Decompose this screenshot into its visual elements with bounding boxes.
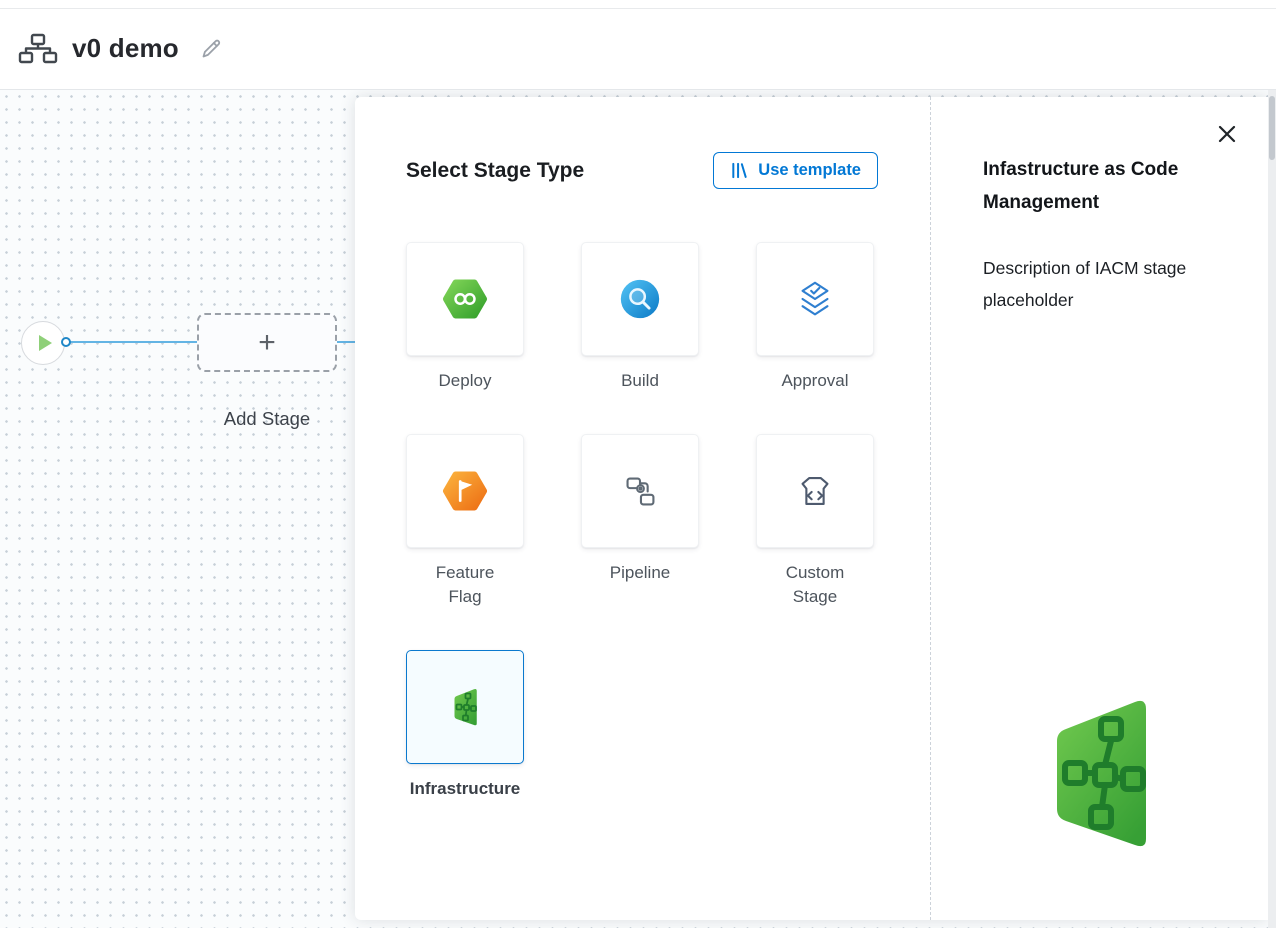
stage-label-build: Build — [621, 371, 659, 390]
stage-details-section: Infastructure as Code Management Descrip… — [930, 97, 1268, 920]
cd-hexagon-icon — [442, 276, 488, 322]
scrollbar-thumb[interactable] — [1269, 96, 1275, 160]
stage-option-feature-flag: Feature Flag — [406, 434, 524, 609]
stage-label-approval: Approval — [781, 371, 849, 390]
pipeline-stage-card[interactable] — [581, 434, 699, 549]
add-stage-node[interactable]: + — [197, 313, 337, 372]
stage-option-pipeline: Pipeline — [581, 434, 699, 609]
stage-details-title: Infastructure as Code Management — [983, 159, 1179, 213]
pipeline-nodes-icon — [617, 468, 663, 514]
plus-icon: + — [258, 325, 276, 359]
stage-label-custom: Custom Stage — [785, 563, 845, 607]
stage-type-section: Select Stage Type Use template — [355, 97, 930, 920]
custom-stage-card[interactable] — [756, 434, 874, 549]
approval-check-icon — [792, 276, 838, 322]
custom-stage-code-icon — [792, 468, 838, 514]
app-header: v0 demo — [0, 0, 1276, 90]
stage-label-infrastructure: Infrastructure — [409, 779, 521, 799]
pipeline-title: v0 demo — [72, 33, 179, 63]
deploy-stage-card[interactable] — [406, 242, 524, 356]
add-stage-label: Add Stage — [223, 408, 311, 429]
pipeline-flowchart-icon — [18, 33, 58, 65]
stage-option-custom: Custom Stage — [756, 434, 874, 609]
use-template-button[interactable]: Use template — [713, 152, 878, 189]
template-library-icon — [730, 161, 749, 180]
close-panel-button[interactable] — [1214, 121, 1240, 147]
stage-label-pipeline: Pipeline — [609, 563, 671, 583]
iacm-large-icon — [1038, 693, 1160, 858]
ci-circle-icon — [617, 276, 663, 322]
top-divider — [0, 8, 1276, 9]
edit-pencil-icon[interactable] — [199, 37, 223, 61]
panel-divider — [930, 97, 931, 920]
feature-flag-stage-card[interactable] — [406, 434, 524, 549]
stage-label-deploy: Deploy — [438, 371, 492, 390]
panel-title: Select Stage Type — [406, 158, 585, 182]
stage-option-infrastructure: Infrastructure — [406, 650, 524, 801]
stage-type-grid: Deploy Build — [406, 242, 878, 843]
stage-option-build: Build — [581, 242, 699, 393]
feature-flag-icon — [442, 468, 488, 514]
use-template-label: Use template — [758, 161, 861, 179]
build-stage-card[interactable] — [581, 242, 699, 356]
stage-option-deploy: Deploy — [406, 242, 524, 393]
approval-stage-card[interactable] — [756, 242, 874, 356]
stage-details-description: Description of IACM stage placeholder — [983, 258, 1187, 310]
play-icon — [38, 335, 52, 351]
stage-label-feature-flag: Feature Flag — [435, 563, 495, 607]
iacm-flag-icon — [450, 687, 480, 727]
infrastructure-stage-card[interactable] — [406, 650, 524, 765]
scrollbar-track — [1268, 90, 1276, 928]
stage-option-approval: Approval — [756, 242, 874, 393]
close-icon — [1216, 123, 1238, 145]
connector-anchor-dot — [61, 337, 71, 347]
stage-select-panel: Select Stage Type Use template — [355, 97, 1268, 920]
pipeline-start-node[interactable] — [21, 321, 65, 365]
